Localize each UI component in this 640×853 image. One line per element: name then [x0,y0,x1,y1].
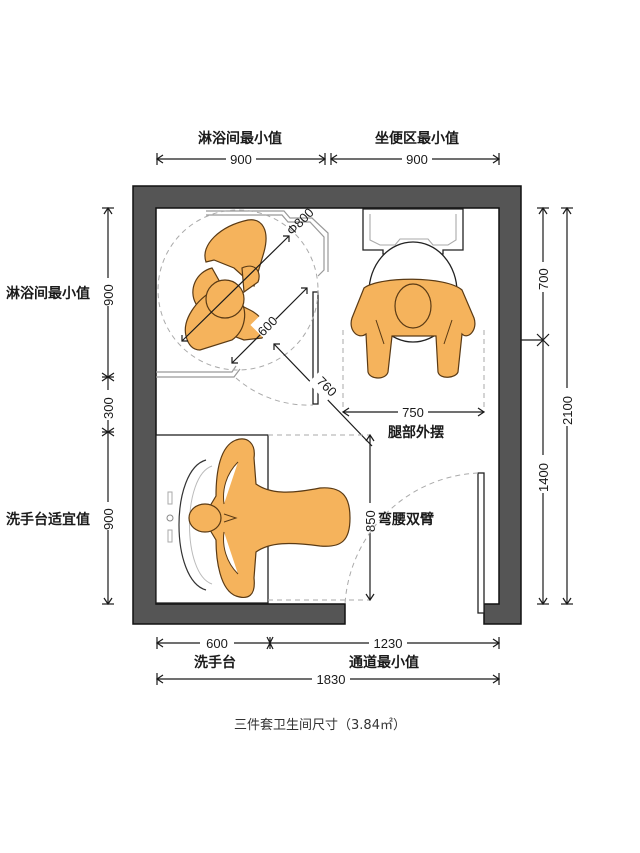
top-dimension-group: 淋浴间最小值 坐便区最小值 900 900 [155,130,501,167]
faucet-icon [166,514,174,522]
shower-person-figure [184,219,267,351]
arrow-icon [329,154,338,164]
bend-value: 850 [363,510,378,532]
toilet-area: 750 腿部外摆 [341,208,486,441]
arrow-icon [538,597,548,606]
bottom-passage-label: 通道最小值 [349,654,419,671]
arrow-icon [538,206,548,215]
arrow-icon [492,154,501,164]
right-lower-value: 1400 [536,463,551,492]
arrow-icon [562,206,572,215]
arrow-icon [181,335,188,342]
arrow-icon [155,638,164,648]
arrow-icon [301,287,308,294]
arrow-icon [155,674,164,684]
tank-inner [369,214,457,246]
arrow-icon [492,674,501,684]
shower-diameter-label: Φ800 [284,205,317,238]
right-upper-value: 700 [536,268,551,290]
entry-door [344,472,485,614]
arrow-icon [318,154,327,164]
arrow-icon [231,357,238,364]
top-shower-value: 900 [230,152,252,167]
arrow-icon [341,407,350,417]
arrow-icon [365,433,375,442]
basin-person-figure [188,438,351,599]
basin-bowl [178,459,207,591]
bottom-basin-value: 600 [206,636,228,651]
toilet-tank [362,208,464,255]
diagram-caption: 三件套卫生间尺寸（3.84㎡） [234,717,406,733]
bottom-total-value: 1830 [317,672,346,687]
left-basin-value: 900 [101,508,116,530]
arrow-icon [273,343,280,350]
left-shower-label: 淋浴间最小值 [6,285,90,302]
left-shower-value: 900 [101,284,116,306]
left-dimension-group: 900 300 900 淋浴间最小值 洗手台适宜值 [6,206,116,606]
wall-outline [132,185,522,625]
entry-door-panel [477,472,485,614]
arrow-icon [365,593,375,602]
shower-door-panel [312,291,319,405]
shower-circle [157,209,319,371]
basin-inner [189,465,213,585]
arrow-icon [492,638,501,648]
bottom-passage-value: 1230 [374,636,403,651]
shower-area: Φ800 600 760 [156,205,373,447]
shower-door-swing-arc [235,377,314,406]
left-gap-value: 300 [101,397,116,419]
left-basin-label: 洗手台适宜值 [6,511,90,528]
faucet-handle [167,491,173,505]
top-shower-label: 淋浴间最小值 [198,130,282,147]
top-toilet-label: 坐便区最小值 [375,130,459,147]
arrow-icon [562,597,572,606]
shower-screen-top [206,210,329,277]
right-total-value: 2100 [560,396,575,425]
leg-swing-value: 750 [402,405,424,420]
walls [132,185,522,625]
toilet-person-figure [350,278,476,379]
faucet-handle [167,529,173,543]
junction-marker [266,636,274,650]
bend-label: 弯腰双臂 [378,511,434,528]
bottom-basin-label: 洗手台 [194,654,236,671]
diameter-line [181,235,290,342]
junction-marker [101,372,115,382]
junction-marker [101,427,115,437]
junction-marker [536,333,550,347]
leg-swing-label: 腿部外摆 [388,424,444,441]
right-dimension-group: 700 1400 2100 [521,206,575,606]
arrow-icon [477,407,486,417]
top-toilet-value: 900 [406,152,428,167]
shower-screen-bottom [156,365,241,378]
basin-area: 850 弯腰双臂 [155,433,434,604]
entry-door-swing-arc [344,472,479,605]
arrow-icon [283,235,290,242]
arrow-icon [155,154,164,164]
bottom-dimension-group: 600 1230 洗手台 通道最小值 1830 [155,635,501,687]
